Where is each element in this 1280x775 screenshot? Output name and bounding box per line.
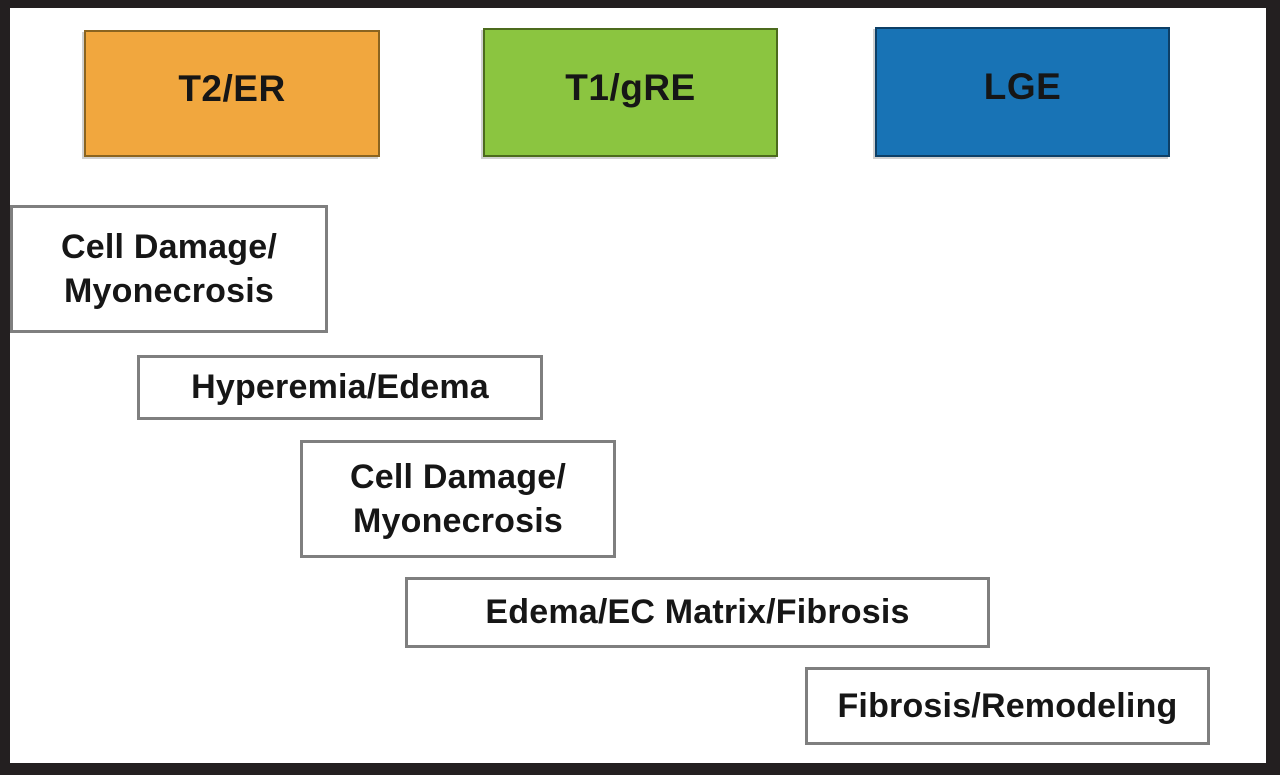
finding-box-edema-ec-matrix-fibrosis: Edema/EC Matrix/Fibrosis bbox=[405, 577, 990, 648]
modality-box-lge: LGE bbox=[875, 27, 1170, 157]
finding-label: Cell Damage/ Myonecrosis bbox=[350, 457, 566, 540]
modality-box-t2-er: T2/ER bbox=[84, 30, 380, 157]
finding-box-fibrosis-remodeling: Fibrosis/Remodeling bbox=[805, 667, 1210, 745]
finding-label: Cell Damage/ Myonecrosis bbox=[61, 227, 277, 310]
modality-label-t1-gre: T1/gRE bbox=[565, 66, 696, 108]
finding-label: Fibrosis/Remodeling bbox=[837, 686, 1178, 725]
finding-box-cell-damage-myonecrosis-1: Cell Damage/ Myonecrosis bbox=[10, 205, 328, 333]
finding-box-hyperemia-edema: Hyperemia/Edema bbox=[137, 355, 543, 420]
finding-label: Hyperemia/Edema bbox=[191, 368, 489, 407]
modality-label-t2-er: T2/ER bbox=[178, 67, 286, 109]
finding-box-cell-damage-myonecrosis-2: Cell Damage/ Myonecrosis bbox=[300, 440, 616, 558]
modality-label-lge: LGE bbox=[983, 66, 1062, 107]
modality-box-t1-gre: T1/gRE bbox=[483, 28, 778, 157]
finding-label: Edema/EC Matrix/Fibrosis bbox=[485, 593, 910, 632]
